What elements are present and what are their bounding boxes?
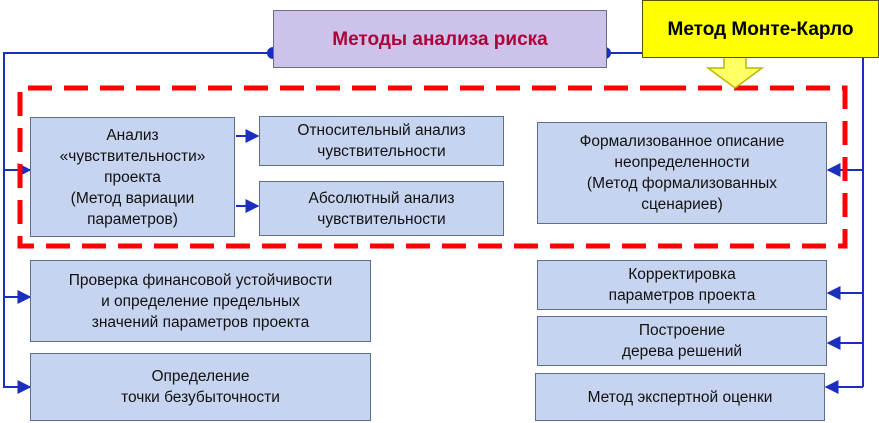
monte-carlo-scope-frame — [17, 85, 848, 249]
parameter-correction-box: Корректировка параметров проекта — [537, 260, 827, 310]
expert-evaluation-box: Метод экспертной оценки — [535, 373, 825, 421]
left-connector-bus — [3, 52, 273, 394]
risk-analysis-methods-title: Методы анализа риска — [273, 10, 607, 68]
sensitivity-analysis-box: Анализ «чувствительности» проекта (Метод… — [30, 117, 235, 237]
down-arrow-icon — [705, 56, 765, 89]
sensitivity-arrows — [236, 129, 260, 213]
decision-tree-box: Построение дерева решений — [537, 316, 827, 366]
formalized-uncertainty-box: Формализованное описание неопределенност… — [537, 122, 827, 224]
monte-carlo-method-box: Метод Монте-Карло — [642, 0, 879, 58]
break-even-box: Определение точки безубыточности — [30, 353, 371, 421]
financial-stability-box: Проверка финансовой устойчивости и опред… — [30, 260, 371, 342]
relative-sensitivity-box: Относительный анализ чувствительности — [259, 116, 504, 166]
absolute-sensitivity-box: Абсолютный анализ чувствительности — [259, 181, 504, 236]
